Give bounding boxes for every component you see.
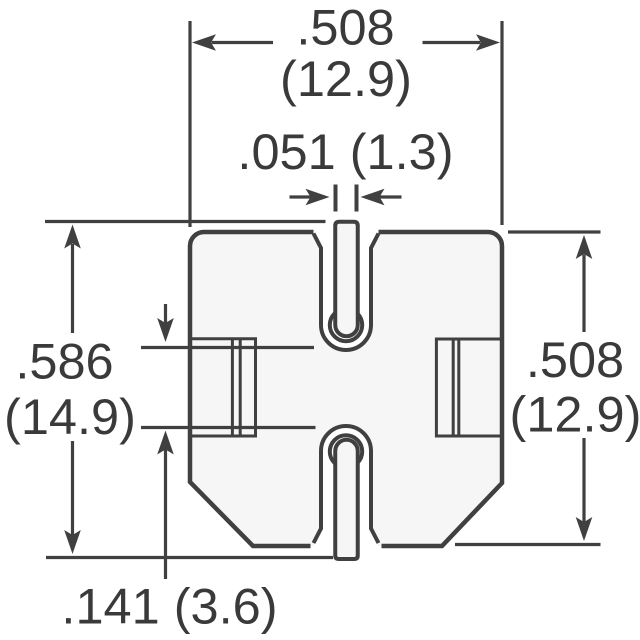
svg-text:.586: .586 (15, 333, 113, 390)
svg-text:.508: .508 (296, 0, 394, 55)
svg-text:(12.9): (12.9) (280, 50, 412, 107)
svg-text:(14.9): (14.9) (4, 388, 136, 445)
svg-text:.141 (3.6): .141 (3.6) (61, 577, 277, 634)
svg-text:(12.9): (12.9) (510, 386, 640, 443)
svg-text:.051 (1.3): .051 (1.3) (237, 123, 453, 180)
svg-text:.508: .508 (526, 331, 624, 388)
